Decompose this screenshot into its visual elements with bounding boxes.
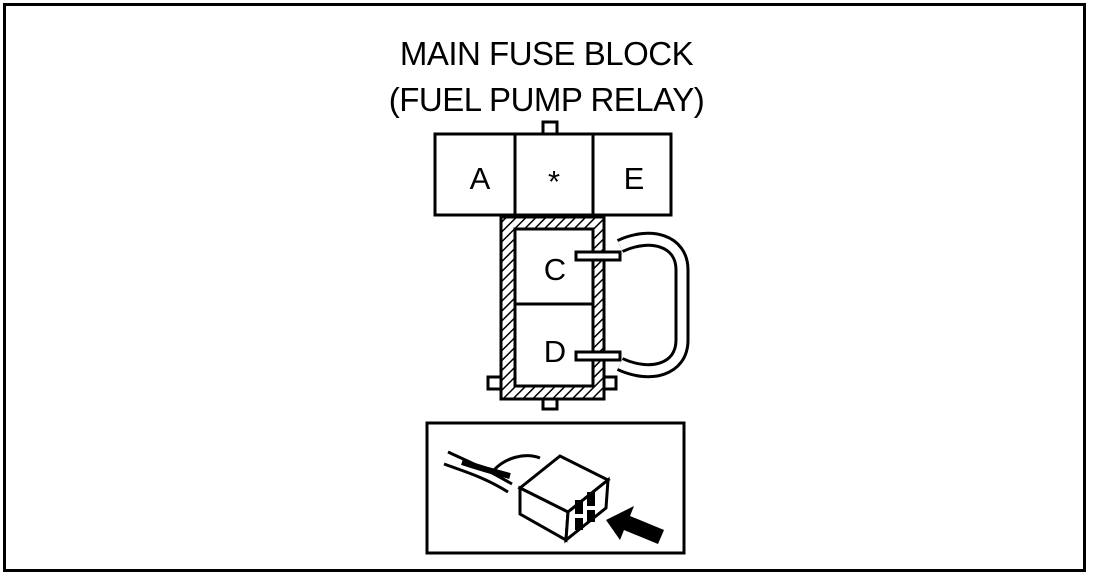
terminal-e-label: E [624,161,645,196]
relay-housing: C D [499,215,606,401]
arrow-icon [606,506,664,544]
terminal-a-label: A [470,161,491,196]
jumper-probe-d [574,350,622,362]
connector-inset [425,421,686,555]
terminal-d-cell [513,302,595,388]
jumper-loop-inner [618,234,687,376]
wire-4 [492,454,541,472]
jumper-loop-outer [616,231,690,379]
connector-slot-1 [575,500,583,514]
connector-slot-4 [587,510,595,522]
diagram-subtitle: (FUEL PUMP RELAY) [388,81,705,118]
jumper-wire [574,231,690,379]
terminal-c-label: C [544,252,566,287]
terminal-center-label: * [548,164,560,199]
connector-slot-3 [575,518,583,530]
diagram-title: MAIN FUSE BLOCK [399,35,694,72]
terminal-a-cell [433,132,517,217]
terminal-e-cell [591,132,673,217]
terminal-center-cell [513,132,595,217]
jumper-probe-c [574,250,622,262]
connector-slot-2 [587,492,595,506]
terminal-c-cell [513,227,595,306]
wire-2 [443,462,509,494]
terminal-row: A * E [433,132,673,217]
wire-3 [461,459,511,479]
terminal-d-label: D [544,334,566,369]
